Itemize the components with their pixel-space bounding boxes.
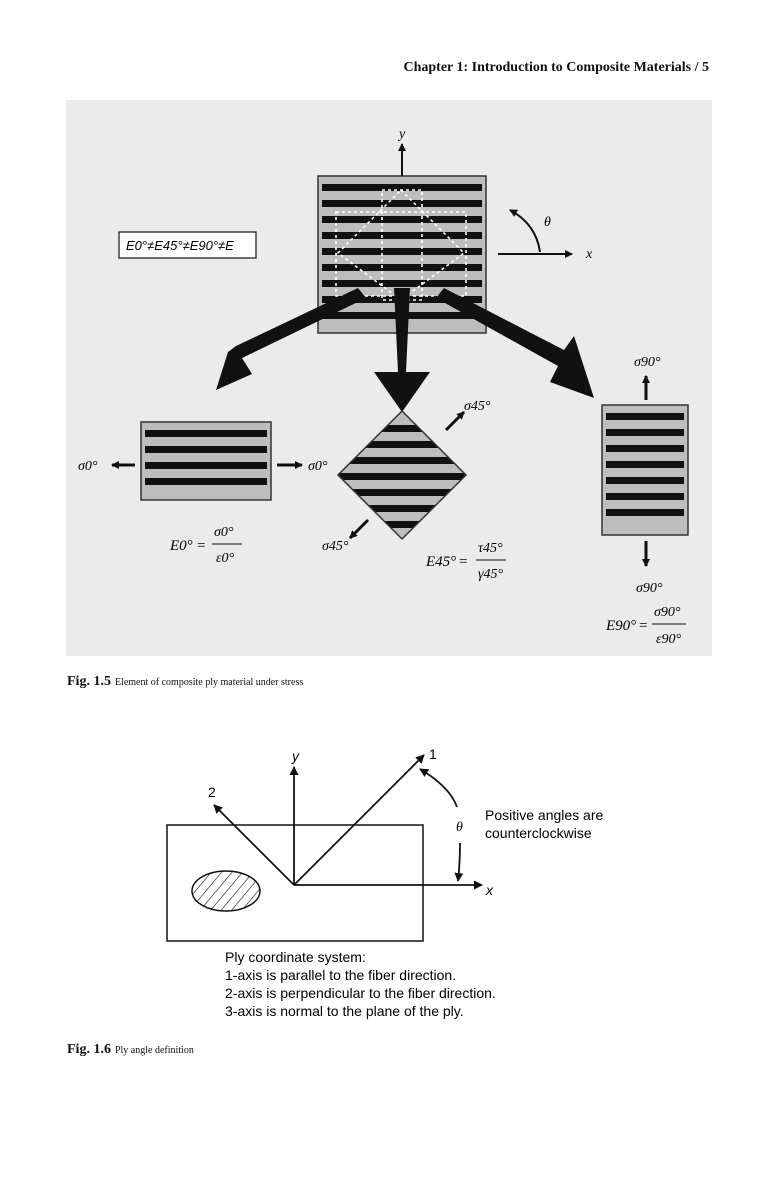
sigma-45-top-label: σ45° bbox=[464, 399, 491, 414]
inequality-box bbox=[118, 231, 257, 259]
sigma-0-right-label: σ0° bbox=[308, 459, 328, 474]
figure-1-6-drawing: y x 1 2 θ Positive angles are counterclo… bbox=[166, 746, 604, 1019]
theta-arc-icon bbox=[509, 209, 541, 253]
ply-desc-line-0: Ply coordinate system: bbox=[225, 949, 366, 965]
ply-desc-line-2: 2-axis is perpendicular to the fiber dir… bbox=[225, 985, 496, 1001]
big-arrow-right-icon bbox=[436, 288, 594, 398]
equation-e0: E0° = σ0° ε0° bbox=[169, 525, 242, 566]
svg-text:E45°: E45° bbox=[425, 554, 456, 570]
big-arrow-center-icon bbox=[374, 288, 430, 412]
svg-text:σ0°: σ0° bbox=[214, 525, 234, 540]
ply-desc-line-1: 1-axis is parallel to the fiber directio… bbox=[225, 967, 456, 983]
svg-text:E90°: E90° bbox=[605, 618, 636, 634]
figure-1-6-caption-text: Ply angle definition bbox=[114, 1045, 194, 1056]
sigma-90-bottom-label: σ90° bbox=[636, 581, 663, 596]
figure-1-5-caption-text: Element of composite ply material under … bbox=[114, 677, 304, 688]
stress-arrow-45-down-icon bbox=[348, 518, 370, 540]
inequality-text: E0°≠E45°≠E90°≠E bbox=[126, 238, 234, 253]
svg-text:=: = bbox=[459, 554, 467, 570]
svg-text:τ45°: τ45° bbox=[478, 541, 503, 556]
axis-2-arrow bbox=[213, 804, 295, 886]
x-axis-label: x bbox=[585, 247, 593, 262]
fiber-cross-section-icon bbox=[191, 870, 261, 912]
sigma-45-bottom-label: σ45° bbox=[322, 539, 349, 554]
positive-angles-note-line1: Positive angles are bbox=[485, 807, 604, 823]
ply-desc-line-3: 3-axis is normal to the plane of the ply… bbox=[225, 1003, 464, 1019]
sigma-90-top-label: σ90° bbox=[634, 355, 661, 370]
figure-1-6-number: Fig. 1.6 bbox=[67, 1042, 111, 1057]
svg-text:ε0°: ε0° bbox=[216, 551, 235, 566]
axis-2-label: 2 bbox=[208, 784, 216, 800]
svg-text:=: = bbox=[639, 618, 647, 634]
equation-e90: E90° = σ90° ε90° bbox=[605, 605, 686, 647]
svg-text:ε90°: ε90° bbox=[656, 632, 682, 647]
svg-text:γ45°: γ45° bbox=[478, 567, 504, 582]
axis-1-label: 1 bbox=[429, 746, 437, 762]
positive-angles-note-line2: counterclockwise bbox=[485, 825, 592, 841]
ply-rectangle bbox=[166, 824, 424, 942]
y-axis-label: y bbox=[291, 748, 300, 764]
theta-arc-upper-icon bbox=[419, 768, 458, 808]
theta-arc-lower-icon bbox=[454, 842, 464, 882]
big-arrow-left-icon bbox=[216, 288, 366, 390]
y-axis-label: y bbox=[397, 127, 406, 142]
figure-1-5-number: Fig. 1.5 bbox=[67, 674, 111, 689]
theta-label: θ bbox=[544, 215, 551, 230]
ply-element-90deg bbox=[601, 404, 689, 536]
sigma-0-left-label: σ0° bbox=[78, 459, 98, 474]
stress-arrow-45-up-icon bbox=[444, 410, 466, 432]
theta-label: θ bbox=[456, 820, 463, 835]
x-axis-label: x bbox=[485, 882, 494, 898]
figure-1-5-drawing: y x θ E0°≠E45°≠E90°≠E σ0° σ0° E0° = σ0° … bbox=[78, 127, 689, 647]
equation-e45: E45° = τ45° γ45° bbox=[425, 541, 506, 582]
page-header: Chapter 1: Introduction to Composite Mat… bbox=[403, 60, 709, 75]
axis-1-arrow bbox=[293, 754, 425, 886]
svg-text:E0°: E0° bbox=[169, 538, 193, 554]
ply-element-0deg bbox=[140, 421, 272, 501]
svg-text:σ90°: σ90° bbox=[654, 605, 681, 620]
figure-1-5: y x θ E0°≠E45°≠E90°≠E σ0° σ0° E0° = σ0° … bbox=[66, 100, 712, 656]
svg-text:=: = bbox=[197, 538, 205, 554]
ply-element-45deg bbox=[336, 409, 468, 541]
figure-1-6: y x 1 2 θ Positive angles are counterclo… bbox=[140, 745, 660, 1035]
